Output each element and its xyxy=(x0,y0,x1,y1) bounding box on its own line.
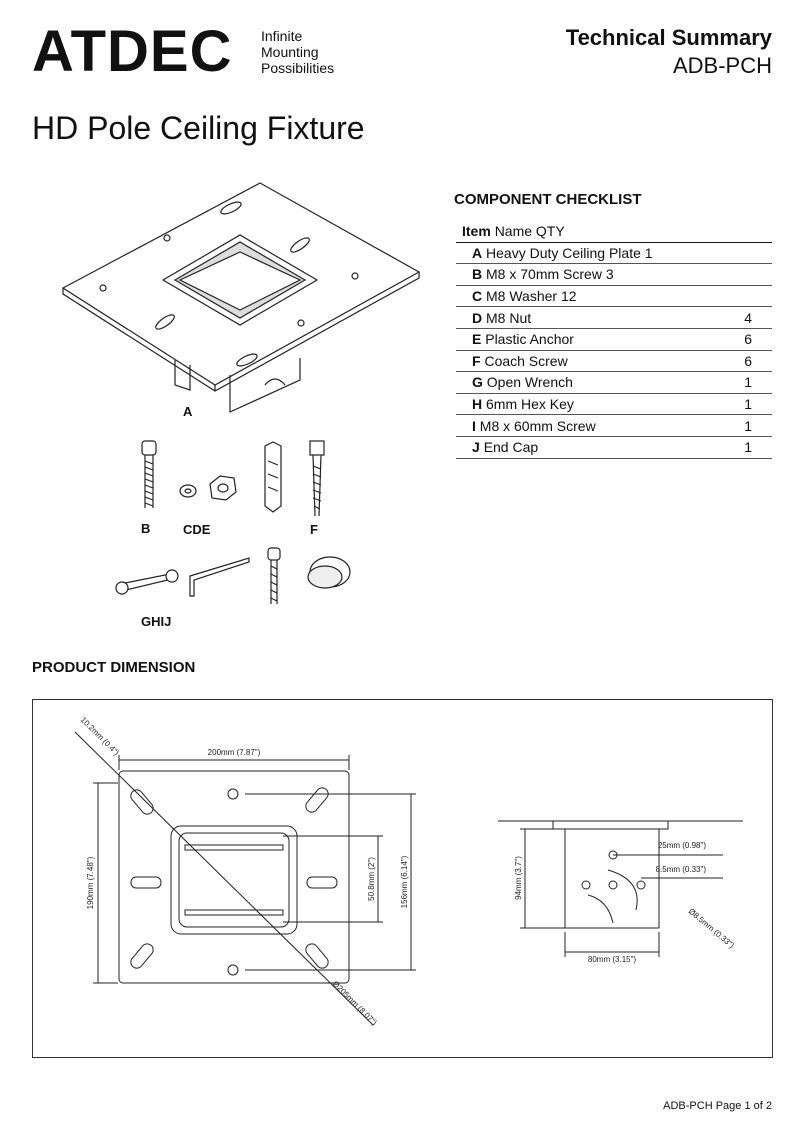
item-letter: G xyxy=(472,374,483,391)
checklist-item-cell: F Coach Screw xyxy=(456,350,726,373)
checklist-item-cell: A Heavy Duty Ceiling Plate 1 xyxy=(456,242,726,265)
dim-slot-width: 10.2mm (0.4") xyxy=(79,715,121,757)
item-name: Plastic Anchor xyxy=(485,331,574,348)
dim-height-left: 190mm (7.48") xyxy=(86,856,95,909)
component-checklist-table: Item Name QTY A Heavy Duty Ceiling Plate… xyxy=(456,221,772,459)
checklist-item-cell: C M8 Washer 12 xyxy=(456,285,726,308)
part-label-a: A xyxy=(183,404,193,419)
tagline-line: Infinite xyxy=(261,28,303,44)
checklist-item-cell: I M8 x 60mm Screw xyxy=(456,414,726,437)
checklist-row: B M8 x 70mm Screw 3 xyxy=(456,263,772,286)
part-label-f: F xyxy=(310,522,318,537)
checklist-item-cell: G Open Wrench xyxy=(456,371,726,394)
dim-hole-spacing: 156mm (6.14") xyxy=(400,855,409,908)
item-name: End Cap xyxy=(483,439,539,456)
tagline-line: Possibilities xyxy=(261,60,335,76)
header-name-qty: Name QTY xyxy=(494,223,565,240)
dim-slot-spacing: 50.8mm (2") xyxy=(367,857,376,901)
part-label-ghij: GHIJ xyxy=(141,614,172,629)
item-name: 6mm Hex Key xyxy=(486,396,574,413)
item-name: M8 x 70mm Screw 3 xyxy=(486,266,614,283)
checklist-item-cell: H 6mm Hex Key xyxy=(456,393,726,416)
item-letter: J xyxy=(472,439,480,456)
item-name: M8 Washer 12 xyxy=(486,288,577,305)
checklist-item-cell: B M8 x 70mm Screw 3 xyxy=(456,263,726,286)
item-qty xyxy=(725,263,772,286)
item-qty: 6 xyxy=(725,328,772,351)
ceiling-plate-illustration xyxy=(61,182,421,413)
item-qty: 1 xyxy=(725,436,772,459)
dim-side-width: 80mm (3.15") xyxy=(588,955,637,964)
plate-outline xyxy=(118,770,350,984)
header-item: Item xyxy=(462,223,491,240)
dim-diagonal: Ø205mm (8.07") xyxy=(331,979,379,1027)
item-name: Coach Screw xyxy=(484,352,568,369)
tagline-line: Mounting xyxy=(261,44,319,60)
item-letter: C xyxy=(472,288,483,305)
item-letter: F xyxy=(472,352,481,369)
document-type: Technical Summary xyxy=(565,25,772,50)
dim-hole-offset-1: 25mm (0.98") xyxy=(658,841,707,850)
checklist-row: C M8 Washer 12 xyxy=(456,285,772,308)
item-qty: 4 xyxy=(725,306,772,329)
item-qty: 1 xyxy=(725,414,772,437)
checklist-row: A Heavy Duty Ceiling Plate 1 xyxy=(456,242,772,265)
dim-width-top: 200mm (7.87") xyxy=(208,748,261,757)
dimension-drawing-frame: 200mm (7.87") 190mm (7.48") 50.8mm (2") … xyxy=(32,699,773,1058)
item-name: Heavy Duty Ceiling Plate 1 xyxy=(486,244,653,261)
item-name: Open Wrench xyxy=(486,374,573,391)
dimension-section-title: PRODUCT DIMENSION xyxy=(32,659,196,676)
checklist-item-cell: D M8 Nut xyxy=(456,306,726,329)
item-name: M8 Nut xyxy=(486,309,532,326)
item-letter: I xyxy=(472,417,476,434)
checklist-title: COMPONENT CHECKLIST xyxy=(454,191,642,208)
dim-side-height: 94mm (3.7") xyxy=(514,856,523,900)
checklist-header-cell: Item Name QTY xyxy=(456,221,772,243)
item-qty xyxy=(725,285,772,308)
dim-hole-diameter: Ø8.5mm (0.33") xyxy=(687,907,736,951)
item-letter: B xyxy=(472,266,483,283)
page-title: HD Pole Ceiling Fixture xyxy=(32,110,365,146)
page-footer: ADB-PCH Page 1 of 2 xyxy=(663,1100,772,1112)
item-letter: H xyxy=(472,396,483,413)
brand-logo: ATDEC xyxy=(32,19,233,84)
item-qty: 1 xyxy=(725,393,772,416)
document-code: ADB-PCH xyxy=(672,53,772,78)
checklist-item-cell: E Plastic Anchor xyxy=(456,328,726,351)
item-qty: 1 xyxy=(725,371,772,394)
brand-tagline: Infinite Mounting Possibilities xyxy=(261,28,334,76)
checklist-header-row: Item Name QTY xyxy=(456,221,772,243)
part-label-b: B xyxy=(141,521,151,536)
checklist-item-cell: J End Cap xyxy=(456,436,726,459)
plate-recess xyxy=(170,825,298,935)
dimension-drawing: 200mm (7.87") 190mm (7.48") 50.8mm (2") … xyxy=(74,715,743,1027)
item-qty: 6 xyxy=(725,350,772,373)
item-qty xyxy=(725,242,772,265)
item-letter: E xyxy=(472,331,482,348)
item-name: M8 x 60mm Screw xyxy=(479,417,596,434)
dim-hole-offset-2: 8.5mm (0.33") xyxy=(656,865,707,874)
item-letter: D xyxy=(472,309,483,326)
item-letter: A xyxy=(472,244,483,261)
hardware-illustration xyxy=(115,440,351,604)
part-label-cde: CDE xyxy=(183,522,211,537)
